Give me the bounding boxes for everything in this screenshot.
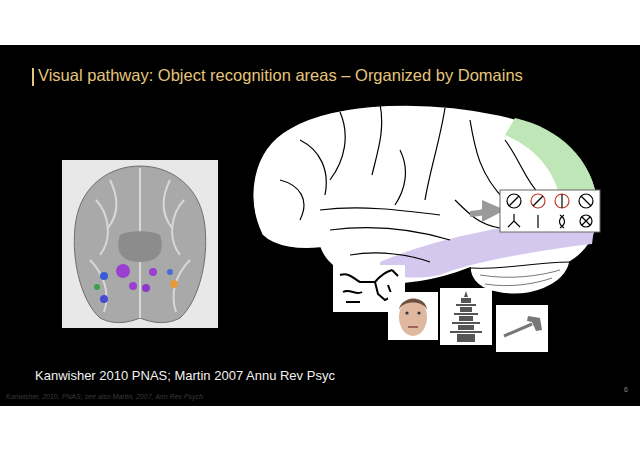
slide-title: Visual pathway: Object recognition areas… [38,66,523,85]
citation: Kanwisher 2010 PNAS; Martin 2007 Annu Re… [35,368,335,383]
faint-citation: Kanwisher, 2010, PNAS; see also Martin, … [6,393,203,400]
page-number: 6 [624,386,628,393]
